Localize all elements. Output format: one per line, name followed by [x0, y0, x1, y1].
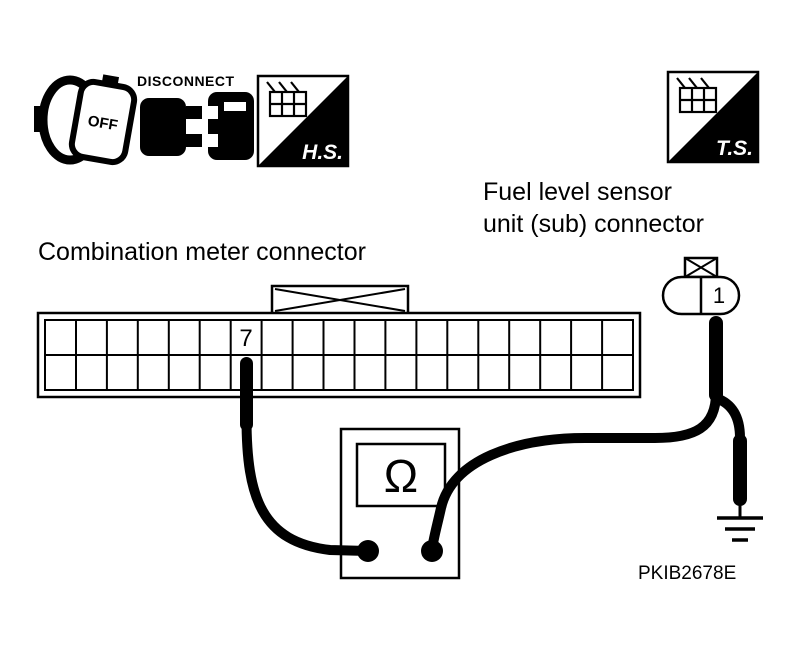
ignition-off-icon: OFF	[34, 74, 138, 166]
plug-left	[140, 98, 186, 156]
lead-left	[241, 413, 373, 556]
pin-7-label: 7	[239, 325, 252, 352]
ts-label: T.S.	[716, 137, 753, 160]
pin-1-label: 1	[713, 283, 725, 308]
ground-icon	[717, 504, 763, 542]
combination-meter-label: Combination meter connector	[38, 238, 366, 266]
disconnect-icon: DISCONNECT	[137, 73, 254, 160]
latch-lines	[274, 288, 406, 312]
plug-socket-bottom	[208, 134, 218, 147]
disconnect-label: DISCONNECT	[137, 73, 235, 89]
plug-prong-bottom	[186, 134, 202, 147]
ohmmeter-display	[355, 442, 447, 508]
figure-code: PKIB2678E	[638, 563, 736, 584]
fuel-sensor-label-line1: Fuel level sensor	[483, 178, 672, 206]
ts-tool-icon: T.S.	[666, 70, 760, 164]
plug-prong-top	[186, 106, 202, 119]
probe-sensor	[709, 316, 723, 402]
ts-connector-glyph	[676, 77, 718, 114]
lead-right	[427, 388, 721, 555]
ts-triangle	[668, 72, 758, 162]
hs-tool-icon: H.S.	[256, 74, 350, 168]
probe-pin7	[240, 357, 253, 431]
test-leads	[241, 388, 745, 556]
hs-triangle	[258, 76, 348, 166]
fuel-sensor-label-line2: unit (sub) connector	[483, 210, 704, 238]
key-head: OFF	[68, 74, 138, 166]
lead-ground-branch	[711, 393, 745, 443]
plug-socket-top	[208, 106, 218, 119]
fuel-sensor-connector: 1	[661, 256, 741, 316]
pin-grid	[45, 320, 633, 390]
hs-connector-glyph	[266, 81, 308, 118]
key-body	[68, 78, 138, 166]
combination-meter-connector: 7	[36, 284, 642, 399]
probe-ground	[733, 434, 747, 506]
ohmmeter-terminal-left	[357, 540, 379, 562]
ohm-symbol: Ω	[384, 450, 418, 502]
ohmmeter-terminal-right	[421, 540, 443, 562]
key-off-label: OFF	[86, 113, 118, 135]
disconnect-connector-glyph	[140, 92, 254, 160]
key-bezel-notch	[34, 106, 44, 132]
plug-slot	[224, 102, 246, 111]
hs-label: H.S.	[302, 141, 343, 164]
connector-key-cross	[684, 257, 718, 278]
